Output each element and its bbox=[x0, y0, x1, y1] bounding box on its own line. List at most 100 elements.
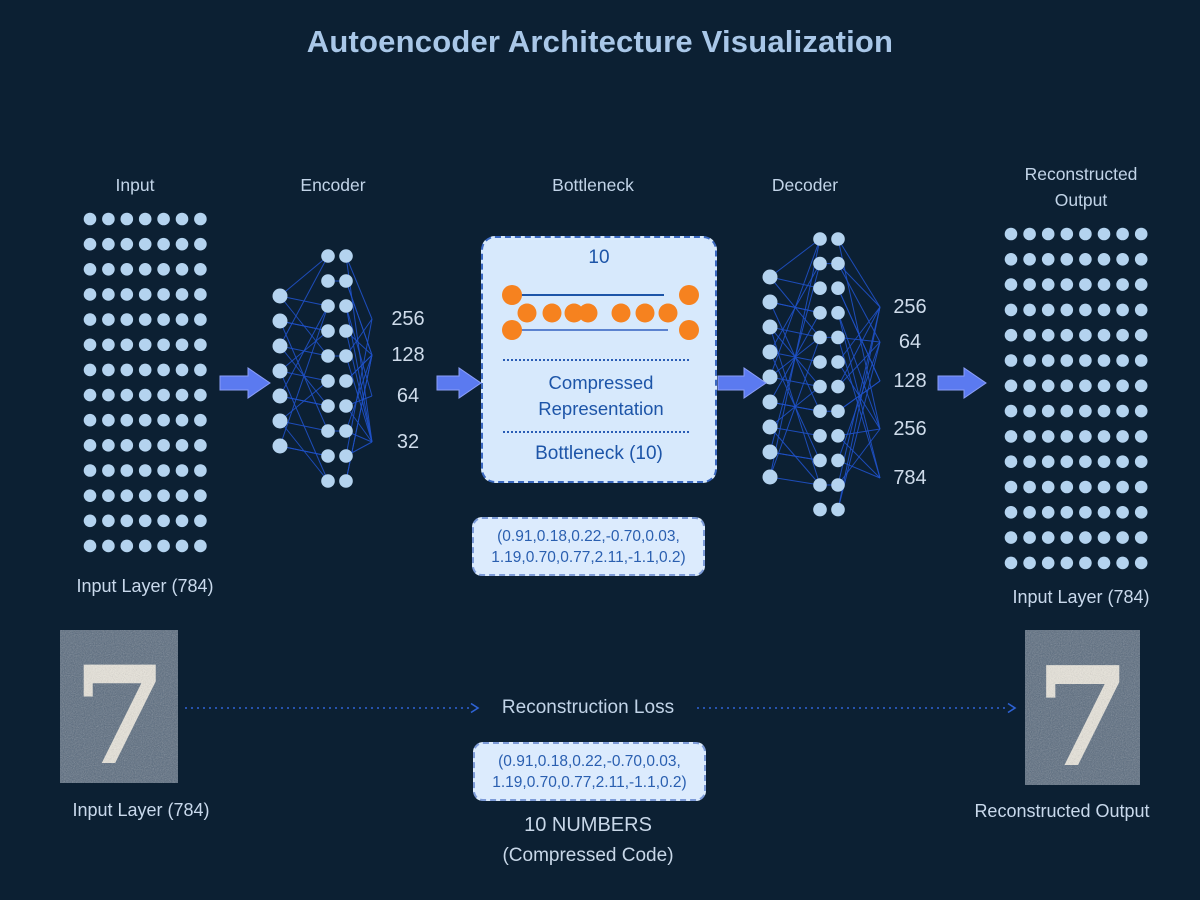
network-edge bbox=[769, 263, 821, 353]
pixel-dot bbox=[175, 363, 189, 377]
network-node bbox=[813, 330, 827, 345]
network-edge bbox=[769, 386, 821, 428]
network-node bbox=[813, 379, 827, 394]
pixel-dot bbox=[194, 514, 207, 528]
bottleneck-value: 10 bbox=[588, 247, 610, 268]
code-vector-box-bottom: (0.91,0.18,0.22,-0.70,0.03, 1.19,0.70,0.… bbox=[473, 742, 706, 801]
decoder-layer-size-64: 64 bbox=[898, 331, 922, 353]
ten-numbers-label: 10 NUMBERS bbox=[524, 814, 652, 836]
network-edge bbox=[279, 370, 329, 382]
network-node bbox=[831, 429, 845, 443]
pixel-dot bbox=[102, 263, 115, 276]
network-node bbox=[272, 363, 288, 379]
encoder-section-label: Encoder bbox=[300, 175, 366, 195]
pixel-dot bbox=[1023, 556, 1036, 570]
pixel-dot bbox=[1097, 506, 1111, 519]
pixel-dot bbox=[83, 288, 97, 301]
pixel-dot bbox=[1023, 278, 1036, 291]
network-node bbox=[813, 355, 827, 369]
network-node bbox=[831, 330, 845, 345]
pixel-dot bbox=[1004, 480, 1018, 494]
encoder-layer-size-256: 256 bbox=[391, 308, 425, 330]
network-node bbox=[762, 344, 778, 360]
pixel-dot bbox=[1004, 354, 1018, 367]
reconstruction-loss-label: Reconstruction Loss bbox=[501, 697, 675, 718]
pixel-dot bbox=[1116, 278, 1129, 291]
pixel-dot bbox=[1041, 354, 1055, 367]
pixel-dot bbox=[102, 237, 115, 251]
pixel-dot bbox=[1023, 354, 1036, 367]
input-section-label: Input bbox=[115, 175, 155, 195]
pixel-dot bbox=[1134, 328, 1148, 342]
pixel-dot bbox=[138, 539, 152, 553]
network-edge bbox=[279, 345, 329, 407]
pixel-dot bbox=[138, 413, 152, 427]
network-node bbox=[831, 355, 845, 369]
pixel-dot bbox=[175, 413, 189, 427]
network-edge bbox=[837, 287, 881, 382]
network-edge bbox=[279, 330, 329, 372]
network-node bbox=[762, 419, 778, 435]
bottleneck-separator bbox=[503, 431, 689, 433]
pixel-dot bbox=[157, 313, 170, 326]
network-node bbox=[339, 474, 353, 488]
pixel-dot bbox=[1023, 227, 1036, 241]
output-dot-grid bbox=[1004, 227, 1148, 570]
pixel-dot bbox=[1079, 252, 1092, 266]
pixel-dot bbox=[194, 413, 207, 427]
pixel-dot bbox=[102, 212, 115, 226]
loss-arrowhead-icon bbox=[1007, 702, 1017, 714]
pixel-dot bbox=[1116, 354, 1129, 367]
pixel-dot bbox=[102, 313, 115, 326]
network-node bbox=[321, 349, 335, 363]
pixel-dot bbox=[102, 413, 115, 427]
pixel-dot bbox=[1023, 404, 1036, 418]
pixel-dot bbox=[1041, 252, 1055, 266]
pixel-dot bbox=[1004, 328, 1018, 342]
pixel-dot bbox=[120, 539, 134, 553]
pixel-dot bbox=[120, 313, 134, 326]
input-grid-caption: Input Layer (784) bbox=[76, 576, 214, 596]
network-node bbox=[339, 449, 353, 463]
pixel-dot bbox=[1134, 379, 1148, 393]
network-edge bbox=[279, 395, 329, 407]
network-edge bbox=[345, 355, 373, 443]
network-edge bbox=[279, 305, 329, 397]
pixel-dot bbox=[1060, 480, 1074, 494]
pixel-dot bbox=[1116, 404, 1129, 418]
pixel-dot bbox=[1134, 404, 1148, 418]
pixel-dot bbox=[1023, 379, 1036, 393]
network-edge bbox=[345, 280, 373, 356]
pixel-dot bbox=[1097, 227, 1111, 241]
pixel-dot bbox=[1097, 379, 1111, 393]
network-edge bbox=[345, 330, 373, 443]
network-edge bbox=[769, 351, 821, 461]
pixel-dot bbox=[1079, 303, 1092, 317]
pixel-dot bbox=[102, 288, 115, 301]
network-node bbox=[813, 404, 827, 419]
network-edge bbox=[769, 337, 821, 478]
pixel-dot bbox=[1116, 303, 1129, 317]
pixel-dot bbox=[1060, 328, 1074, 342]
pixel-dot bbox=[1134, 354, 1148, 367]
pixel-dot bbox=[120, 489, 134, 502]
pixel-dot bbox=[1116, 556, 1129, 570]
pixel-dot bbox=[194, 237, 207, 251]
network-edge bbox=[769, 351, 821, 363]
decoder-layer-size-128: 128 bbox=[893, 370, 927, 392]
pixel-dot bbox=[1004, 303, 1018, 317]
network-edge bbox=[769, 263, 821, 453]
network-node bbox=[813, 306, 827, 320]
network-node bbox=[831, 232, 845, 246]
pixel-dot bbox=[1023, 506, 1036, 519]
pixel-dot bbox=[157, 514, 170, 528]
pixel-dot bbox=[1097, 531, 1111, 544]
network-edge bbox=[837, 428, 881, 437]
network-node bbox=[339, 324, 353, 338]
pixel-dot bbox=[194, 388, 207, 402]
pixel-dot bbox=[102, 464, 115, 477]
network-node bbox=[339, 299, 353, 313]
pixel-dot bbox=[138, 363, 152, 377]
pixel-dot bbox=[157, 288, 170, 301]
pixel-dot bbox=[175, 288, 189, 301]
